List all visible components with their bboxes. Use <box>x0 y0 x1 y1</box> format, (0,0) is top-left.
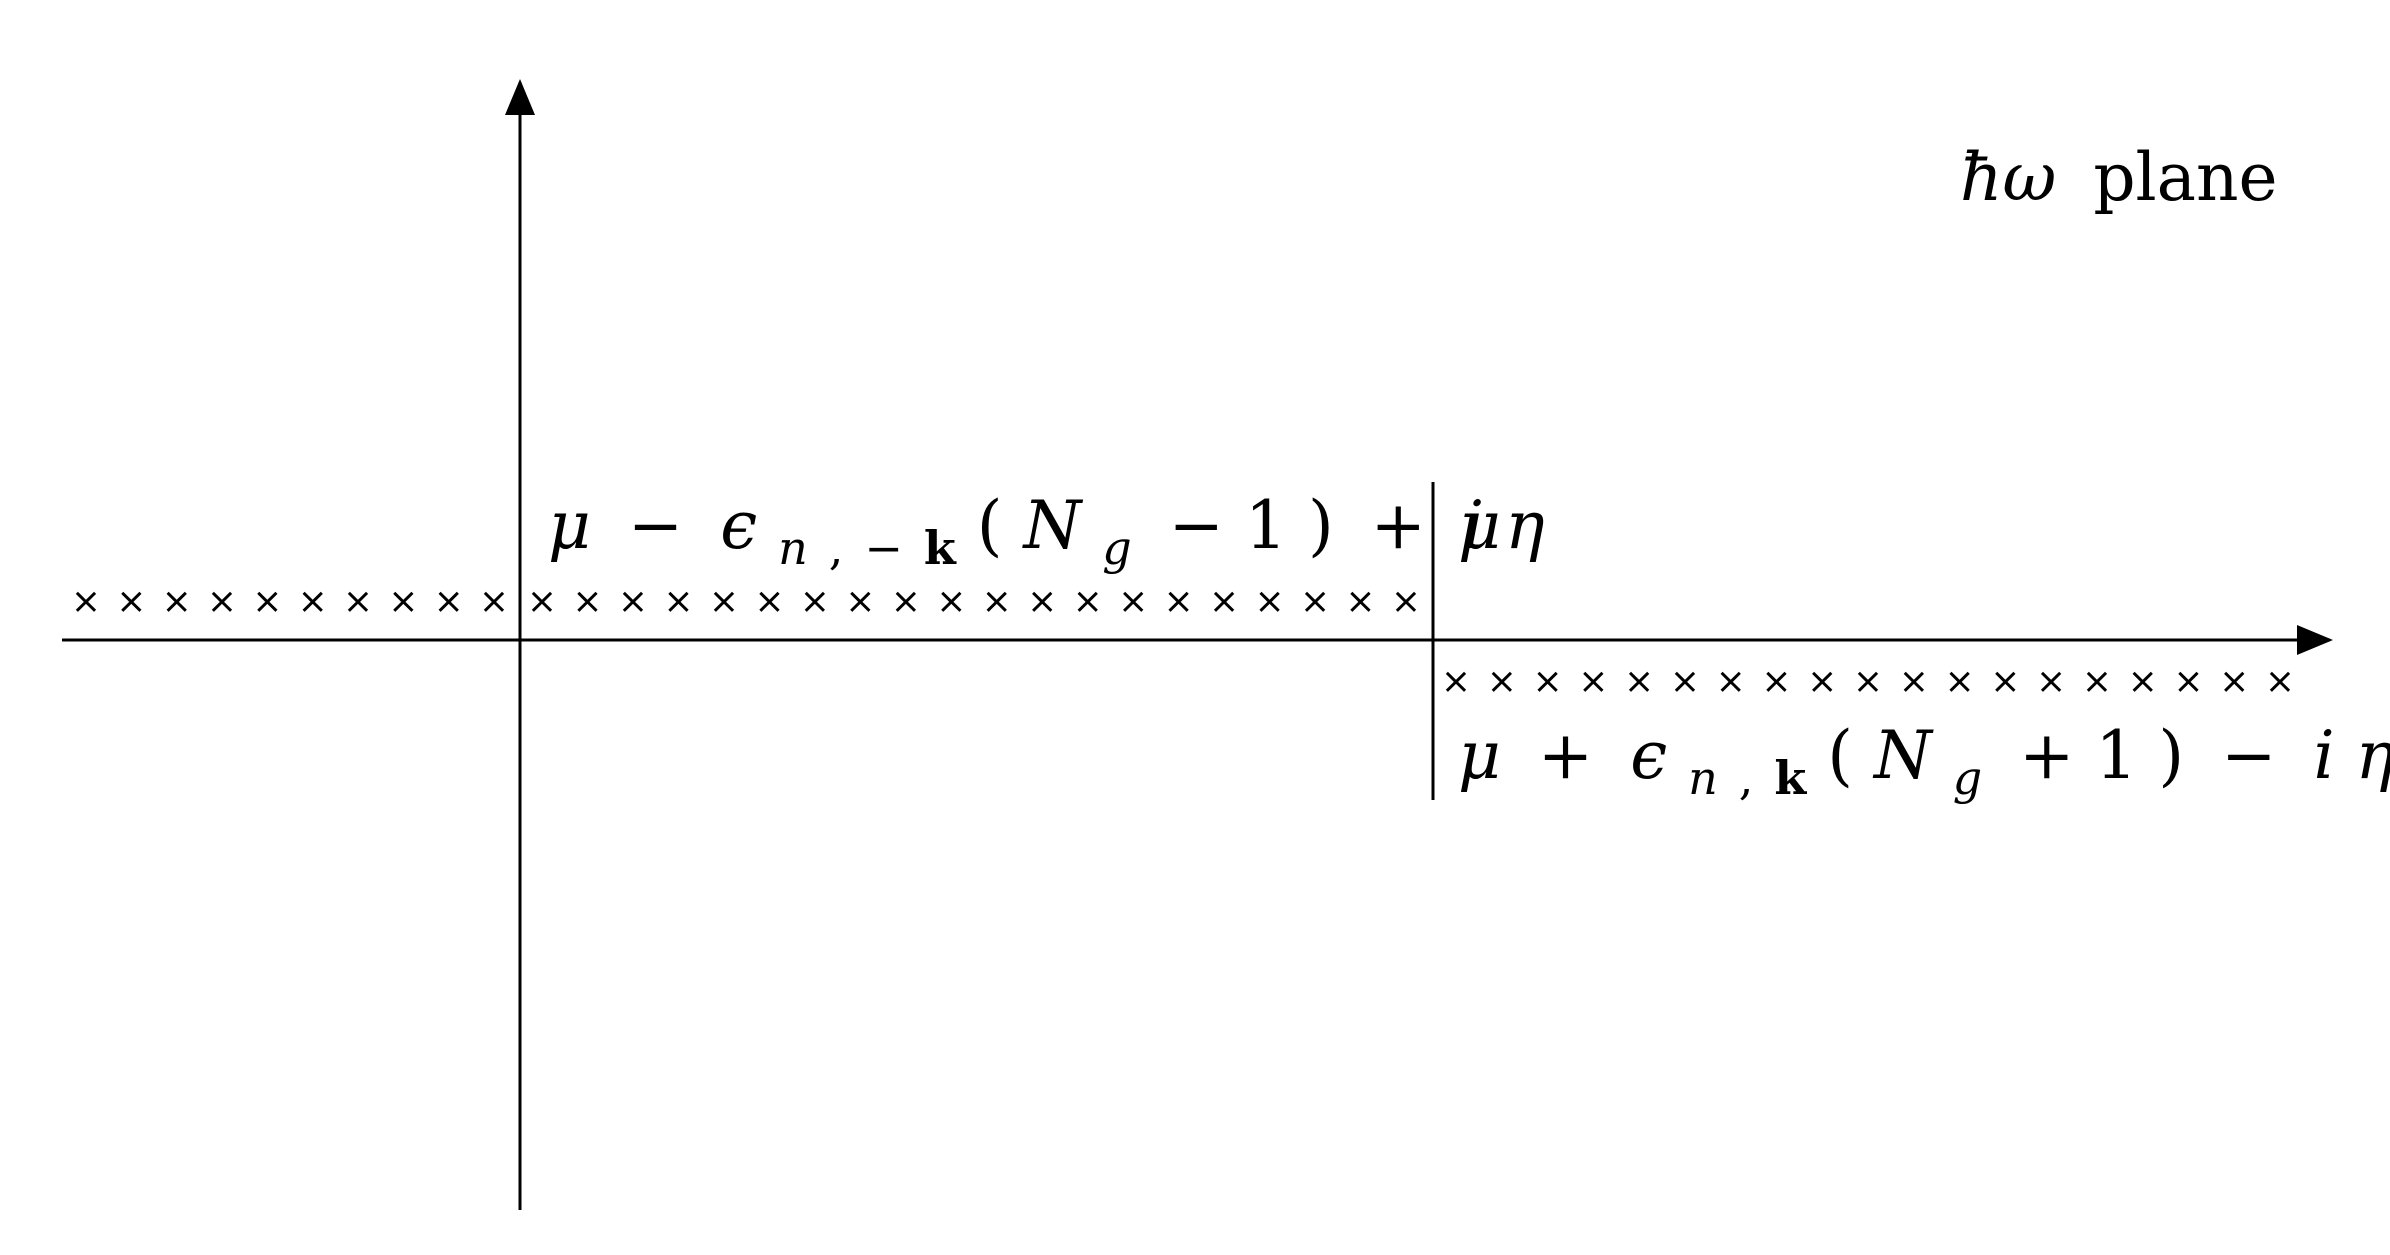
pole-marker: × <box>754 581 784 622</box>
pole-marker: × <box>1853 661 1883 702</box>
pole-marker: × <box>1073 581 1103 622</box>
upper-i: i <box>1463 487 1484 564</box>
pole-marker: × <box>1255 581 1285 622</box>
lower-mu: μ <box>1458 717 1501 794</box>
lower-pole-label: μ + ϵ n , k ( N g + 1 ) − i η <box>1458 717 2390 810</box>
pole-row-upper-left: × × × × × × × × × × <box>71 581 509 622</box>
upper-sub-neg: − <box>864 521 903 575</box>
pole-marker: × <box>891 581 921 622</box>
pole-marker: × <box>207 581 237 622</box>
pole-marker: × <box>1345 581 1375 622</box>
upper-eta: η <box>1505 487 1545 564</box>
upper-plus: + <box>1371 487 1426 564</box>
lower-sub-g: g <box>1953 751 1982 805</box>
pole-marker: × <box>1990 661 2020 702</box>
plane-word: plane <box>2093 139 2277 216</box>
pole-marker: × <box>2219 661 2249 702</box>
pole-marker: × <box>1578 661 1608 702</box>
lower-minus: − <box>2221 717 2276 794</box>
lower-sub-k: k <box>1774 751 1807 805</box>
lower-sub-comma: , <box>1739 751 1754 805</box>
lower-plus: + <box>1538 717 1593 794</box>
pole-marker: × <box>845 581 875 622</box>
pole-marker: × <box>1300 581 1330 622</box>
lower-close-paren: ) <box>2158 717 2184 794</box>
pole-marker: × <box>1209 581 1239 622</box>
pole-marker: × <box>1391 581 1421 622</box>
pole-marker: × <box>2265 661 2295 702</box>
pole-marker: × <box>1164 581 1194 622</box>
hbar-omega-symbol: ħω <box>1960 139 2056 216</box>
pole-marker: × <box>1487 661 1517 702</box>
pole-marker: × <box>663 581 693 622</box>
upper-N: N <box>1022 487 1084 564</box>
pole-marker: × <box>527 581 557 622</box>
upper-pole-label: μ − ϵ n , − k ( N g − 1 ) + i η <box>548 487 1545 580</box>
lower-N: N <box>1872 717 1934 794</box>
lower-i: i <box>2313 717 2334 794</box>
pole-marker: × <box>1027 581 1057 622</box>
pole-marker: × <box>71 581 101 622</box>
upper-sub-comma: , <box>829 521 844 575</box>
pole-marker: × <box>343 581 373 622</box>
pole-marker: × <box>618 581 648 622</box>
pole-marker: × <box>2128 661 2158 702</box>
pole-marker: × <box>1899 661 1929 702</box>
upper-minus: − <box>628 487 683 564</box>
upper-close-paren: ) <box>1308 487 1334 564</box>
lower-open-paren: ( <box>1827 717 1853 794</box>
pole-marker: × <box>1441 661 1471 702</box>
upper-minus-one: − 1 <box>1169 487 1287 564</box>
pole-marker: × <box>162 581 192 622</box>
pole-marker: × <box>2082 661 2112 702</box>
pole-marker: × <box>982 581 1012 622</box>
pole-marker: × <box>936 581 966 622</box>
pole-marker: × <box>1118 581 1148 622</box>
pole-marker: × <box>1761 661 1791 702</box>
lower-epsilon: ϵ <box>1630 717 1667 794</box>
pole-marker: × <box>298 581 328 622</box>
pole-row-upper-middle: × × × × × × × × × × × × × × × × × × × × <box>527 581 1421 622</box>
lower-eta: η <box>2356 717 2390 794</box>
pole-marker: × <box>1533 661 1563 702</box>
pole-marker: × <box>1716 661 1746 702</box>
pole-marker: × <box>252 581 282 622</box>
plane-label: ħω plane <box>1960 139 2278 216</box>
pole-marker: × <box>572 581 602 622</box>
pole-marker: × <box>434 581 464 622</box>
pole-marker: × <box>800 581 830 622</box>
pole-marker: × <box>709 581 739 622</box>
pole-marker: × <box>1670 661 1700 702</box>
pole-row-lower-right: × × × × × × × × × × × × × × × × × × × <box>1441 661 2295 702</box>
pole-marker: × <box>2036 661 2066 702</box>
upper-sub-g: g <box>1102 521 1131 575</box>
pole-marker: × <box>2173 661 2203 702</box>
upper-epsilon: ϵ <box>720 487 757 564</box>
pole-marker: × <box>1807 661 1837 702</box>
upper-open-paren: ( <box>977 487 1003 564</box>
pole-marker: × <box>1945 661 1975 702</box>
pole-marker: × <box>1624 661 1654 702</box>
upper-sub-n: n <box>778 521 808 575</box>
lower-sub-n: n <box>1688 751 1718 805</box>
mu-label: μ <box>1458 487 1501 564</box>
upper-sub-k: k <box>924 521 957 575</box>
pole-marker: × <box>388 581 418 622</box>
upper-mu: μ <box>548 487 591 564</box>
pole-marker: × <box>116 581 146 622</box>
lower-plus-one: + 1 <box>2019 717 2137 794</box>
pole-marker: × <box>479 581 509 622</box>
